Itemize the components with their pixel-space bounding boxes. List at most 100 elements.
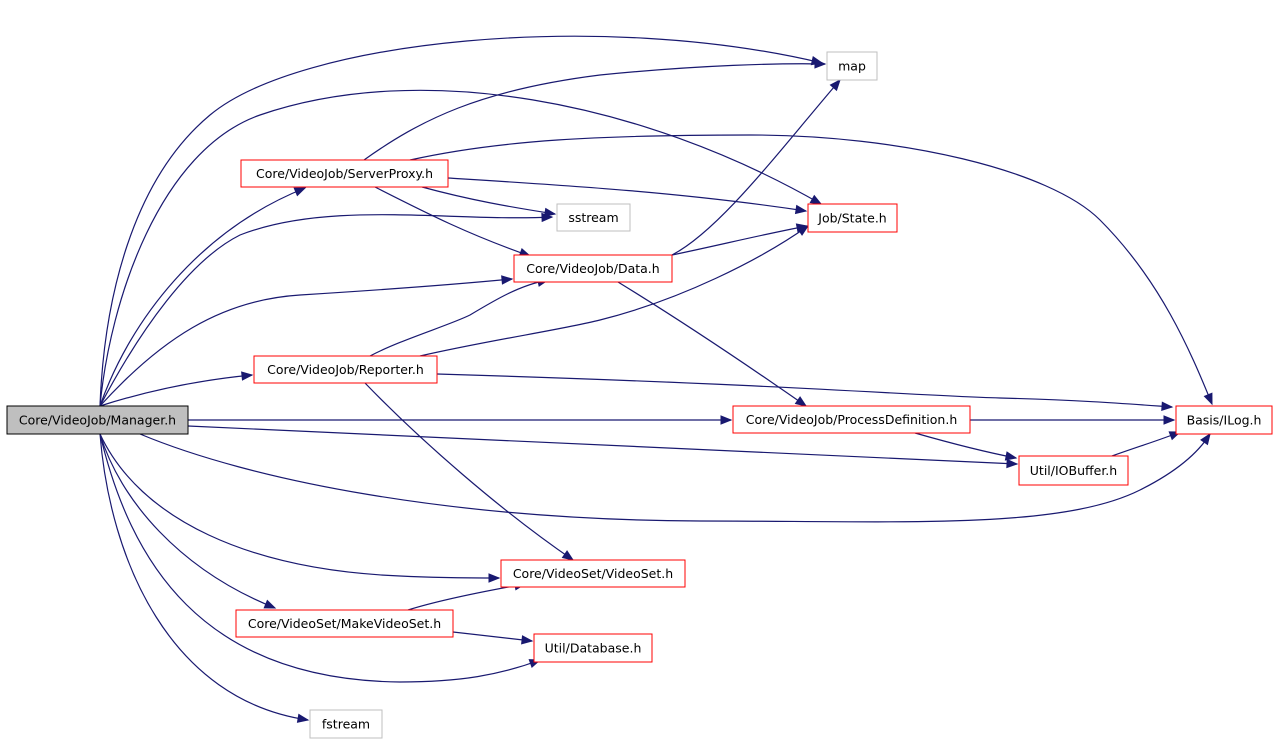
edge-manager-to-serverproxy <box>99 187 307 407</box>
node-label: Util/IOBuffer.h <box>1030 463 1117 478</box>
edge-arrowhead <box>1006 458 1019 469</box>
node-serverproxy[interactable]: Core/VideoJob/ServerProxy.h <box>240 159 449 188</box>
node-fstream[interactable]: fstream <box>309 709 383 739</box>
edge-line <box>99 433 541 683</box>
edge-manager-to-videoset <box>99 433 501 583</box>
edges-layer <box>99 35 1213 723</box>
node-label: Core/VideoSet/VideoSet.h <box>513 566 673 581</box>
edge-line <box>617 281 807 407</box>
edge-iobuffer-to-ilog <box>1111 431 1182 457</box>
node-label: Job/State.h <box>817 211 886 226</box>
node-label: map <box>838 59 866 74</box>
edge-arrowhead <box>1203 392 1213 406</box>
node-label: Basis/ILog.h <box>1187 413 1262 428</box>
edge-serverproxy-to-ilog <box>409 134 1213 406</box>
edge-arrowhead <box>809 194 823 205</box>
edge-line <box>363 63 826 161</box>
edge-arrowhead <box>561 550 575 561</box>
node-box <box>235 609 454 638</box>
edge-serverproxy-to-state <box>447 177 808 215</box>
edge-arrowhead <box>1163 415 1176 425</box>
node-ilog[interactable]: Basis/ILog.h <box>1175 405 1273 435</box>
edge-line <box>452 631 533 642</box>
edge-line <box>99 433 309 721</box>
edge-reporter-to-state <box>419 225 810 357</box>
edge-manager-to-state <box>99 89 823 407</box>
node-videoset[interactable]: Core/VideoSet/VideoSet.h <box>500 559 686 588</box>
edge-manager-to-iobuffer <box>187 425 1019 469</box>
edge-line <box>99 433 276 609</box>
edge-line <box>99 278 513 407</box>
edge-arrowhead <box>814 59 827 69</box>
edge-serverproxy-to-map <box>363 59 827 161</box>
node-state[interactable]: Job/State.h <box>807 203 898 233</box>
node-label: Core/VideoJob/Reporter.h <box>267 362 424 377</box>
edge-line <box>99 214 553 407</box>
edge-line <box>99 35 823 407</box>
edge-arrowhead <box>794 396 808 407</box>
edge-manager-to-ilog <box>139 432 1211 523</box>
node-label: Core/VideoJob/Manager.h <box>19 413 176 428</box>
edge-data-to-processdef <box>617 281 808 407</box>
edge-manager-to-processdef <box>188 415 733 425</box>
node-box <box>1018 455 1129 486</box>
node-iobuffer[interactable]: Util/IOBuffer.h <box>1018 455 1129 486</box>
edge-makevideoset-to-database <box>452 631 534 645</box>
edge-arrowhead <box>794 204 808 215</box>
node-box <box>533 633 653 663</box>
node-database[interactable]: Util/Database.h <box>533 633 653 663</box>
edge-arrowhead <box>263 599 277 609</box>
edge-arrowhead <box>829 78 841 92</box>
edge-line <box>407 583 526 611</box>
edge-manager-to-data <box>99 275 514 407</box>
node-manager[interactable]: Core/VideoJob/Manager.h <box>6 405 189 435</box>
node-box <box>1175 405 1273 435</box>
edge-data-to-map <box>671 78 841 256</box>
node-reporter[interactable]: Core/VideoJob/Reporter.h <box>253 355 438 384</box>
node-sstream[interactable]: sstream <box>556 203 631 232</box>
node-label: Core/VideoJob/Data.h <box>526 261 659 276</box>
node-map[interactable]: map <box>826 51 878 81</box>
edge-arrowhead <box>543 207 557 218</box>
edge-manager-to-reporter <box>99 371 254 407</box>
edge-reporter-to-videoset <box>364 382 575 561</box>
node-box <box>826 51 878 81</box>
node-data[interactable]: Core/VideoJob/Data.h <box>513 254 673 283</box>
edge-arrowhead <box>1161 401 1174 411</box>
edge-manager-to-fstream <box>99 433 310 723</box>
edge-line <box>374 186 531 257</box>
node-processdef[interactable]: Core/VideoJob/ProcessDefinition.h <box>732 405 971 434</box>
node-label: Util/Database.h <box>545 641 642 656</box>
edge-manager-to-makevideoset <box>99 433 277 609</box>
edge-line <box>99 374 253 407</box>
edge-line <box>671 225 808 256</box>
node-box <box>500 559 686 588</box>
edge-arrowhead <box>1200 432 1211 446</box>
edge-line <box>99 433 500 579</box>
edge-line <box>1111 431 1181 457</box>
edge-line <box>421 186 556 215</box>
node-box <box>807 203 898 233</box>
edge-serverproxy-to-data <box>374 186 532 257</box>
node-box <box>556 203 631 232</box>
edge-arrowhead <box>1004 451 1018 461</box>
node-label: Core/VideoSet/MakeVideoSet.h <box>248 616 441 631</box>
edge-serverproxy-to-sstream <box>421 186 557 218</box>
node-box <box>513 254 673 283</box>
node-makevideoset[interactable]: Core/VideoSet/MakeVideoSet.h <box>235 609 454 638</box>
edge-arrowhead <box>488 573 501 583</box>
edge-arrowhead <box>796 225 810 236</box>
edge-processdef-to-ilog <box>970 415 1176 425</box>
edge-line <box>364 382 574 561</box>
edge-arrowhead <box>501 275 514 285</box>
node-box <box>732 405 971 434</box>
node-box <box>240 159 449 188</box>
edge-reporter-to-ilog <box>436 373 1174 411</box>
edge-reporter-to-data <box>369 277 550 357</box>
edge-manager-to-database <box>99 433 542 683</box>
node-box <box>6 405 189 435</box>
edge-line <box>187 425 1018 465</box>
edge-line <box>99 187 306 407</box>
edge-processdef-to-iobuffer <box>914 432 1018 461</box>
